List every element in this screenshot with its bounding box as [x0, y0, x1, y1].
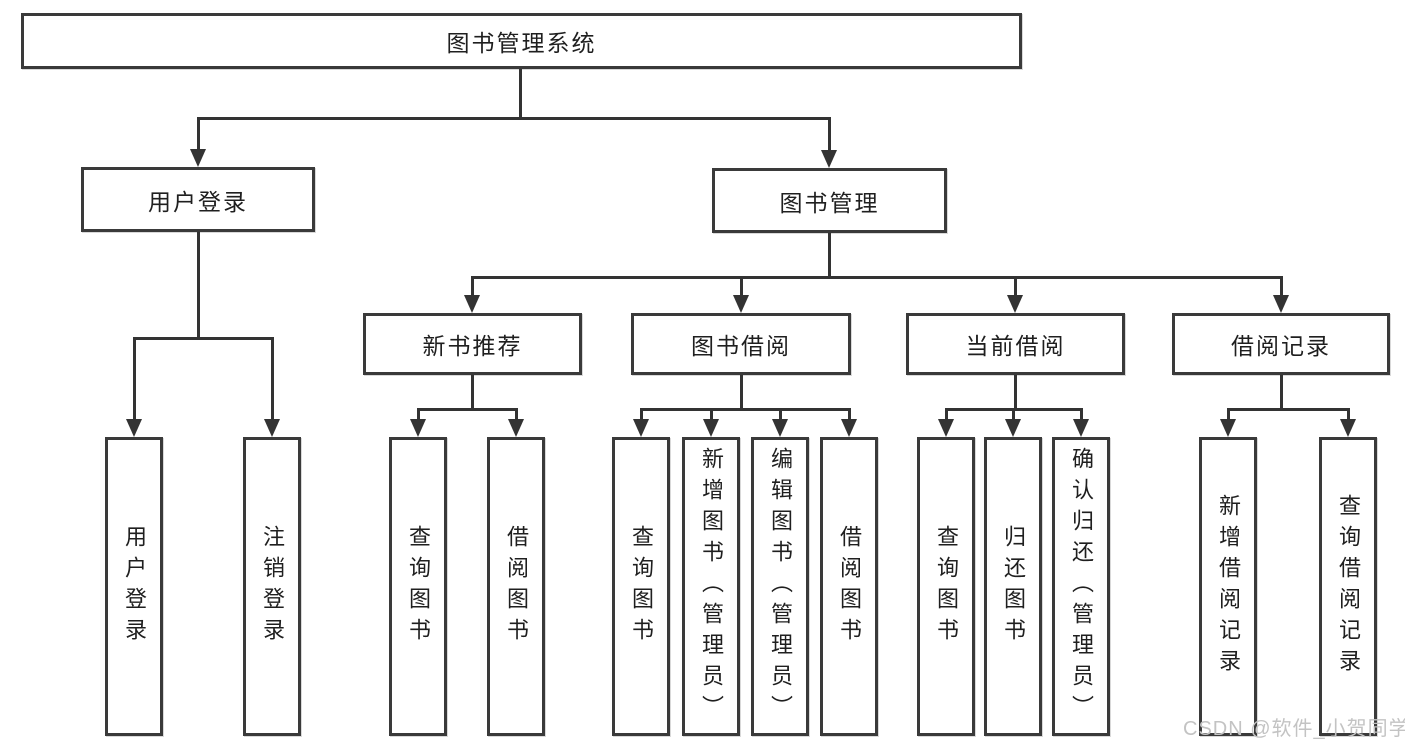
arrow-to-new-books-1 [410, 419, 426, 437]
arrow-to-borrow-records-2 [1340, 419, 1356, 437]
node-root-label: 图书管理系统 [446, 30, 597, 56]
connector-to-book-borrow-3 [779, 408, 782, 421]
leaf-records-add: 新增借阅记录 [1199, 437, 1257, 736]
leaf-borrow-edit-admin: 编辑图书（管理员） [751, 437, 809, 736]
connector-borrow-records-branch [1227, 408, 1349, 411]
leaf-new-books-query: 查询图书 [389, 437, 447, 736]
connector-to-new-books-2 [515, 408, 518, 421]
connector-to-new-books-1 [417, 408, 420, 421]
connector-to-book-borrow [740, 276, 743, 297]
connector-to-current-borrow-3 [1080, 408, 1083, 421]
connector-new-books-branch [417, 408, 517, 411]
node-borrow-records: 借阅记录 [1172, 313, 1390, 375]
arrow-to-user-login [190, 149, 206, 167]
arrow-to-book-borrow-4 [841, 419, 857, 437]
arrow-to-book-mgmt [821, 150, 837, 168]
connector-to-book-mgmt-stem [828, 117, 831, 152]
arrow-to-new-books [464, 295, 480, 313]
connector-user-login-stem [197, 232, 200, 337]
connector-to-book-borrow-2 [710, 408, 713, 421]
arrow-to-book-borrow-1 [633, 419, 649, 437]
node-user-login: 用户登录 [81, 167, 315, 232]
leaf-logout: 注销登录 [243, 437, 301, 736]
connector-to-book-borrow-4 [848, 408, 851, 421]
leaf-borrow-book: 借阅图书 [820, 437, 878, 736]
node-new-books: 新书推荐 [363, 313, 582, 375]
node-new-books-label: 新书推荐 [422, 333, 523, 359]
connector-current-borrow-stem [1014, 375, 1017, 408]
leaf-current-confirm-admin: 确认归还（管理员） [1052, 437, 1110, 736]
node-current-borrow-label: 当前借阅 [965, 333, 1066, 359]
leaf-borrow-add-admin-label: 新增图书（管理员） [699, 447, 724, 726]
connector-to-current-borrow-2 [1012, 408, 1015, 421]
node-borrow-records-label: 借阅记录 [1231, 333, 1331, 359]
connector-user-login-branch [133, 337, 273, 340]
arrow-to-current-borrow-3 [1073, 419, 1089, 437]
leaf-borrow-add-admin: 新增图书（管理员） [682, 437, 740, 736]
leaf-borrow-query-label: 查询图书 [629, 524, 654, 649]
leaf-records-query: 查询借阅记录 [1319, 437, 1377, 736]
leaf-new-books-borrow: 借阅图书 [487, 437, 545, 736]
node-book-borrow-label: 图书借阅 [691, 333, 791, 359]
arrow-to-book-borrow [733, 295, 749, 313]
arrow-to-current-borrow [1007, 295, 1023, 313]
connector-to-borrow-records [1280, 276, 1283, 297]
connector-borrow-records-stem [1280, 375, 1283, 408]
arrow-to-borrow-records [1273, 295, 1289, 313]
connector-to-user-login-stem [197, 117, 200, 152]
connector-book-mgmt-branch [471, 276, 1282, 279]
connector-to-new-books [471, 276, 474, 297]
arrow-to-book-borrow-3 [772, 419, 788, 437]
arrow-to-borrow-records-1 [1220, 419, 1236, 437]
arrow-to-current-borrow-2 [1005, 419, 1021, 437]
connector-book-borrow-stem [740, 375, 743, 408]
leaf-user-login: 用户登录 [105, 437, 163, 736]
leaf-new-books-borrow-label: 借阅图书 [504, 524, 529, 649]
leaf-current-return: 归还图书 [984, 437, 1042, 736]
arrow-to-current-borrow-1 [938, 419, 954, 437]
leaf-logout-label: 注销登录 [260, 524, 285, 649]
connector-to-borrow-records-1 [1227, 408, 1230, 421]
leaf-borrow-book-label: 借阅图书 [837, 524, 862, 649]
arrow-to-new-books-2 [508, 419, 524, 437]
leaf-current-return-label: 归还图书 [1001, 524, 1026, 649]
leaf-user-login-label: 用户登录 [122, 524, 147, 649]
connector-to-borrow-records-2 [1347, 408, 1350, 421]
node-current-borrow: 当前借阅 [906, 313, 1125, 375]
connector-to-book-borrow-1 [640, 408, 643, 421]
node-user-login-label: 用户登录 [148, 188, 248, 215]
leaf-current-query-label: 查询图书 [934, 524, 959, 649]
leaf-borrow-query: 查询图书 [612, 437, 670, 736]
connector-to-current-borrow [1014, 276, 1017, 297]
connector-root-branch [197, 117, 831, 120]
leaf-current-confirm-admin-label: 确认归还（管理员） [1069, 447, 1094, 726]
arrow-to-user-login-1 [126, 419, 142, 437]
connector-root-stem [519, 69, 522, 117]
connector-to-current-borrow-1 [945, 408, 948, 421]
connector-to-user-login-1 [133, 337, 136, 421]
leaf-current-query: 查询图书 [917, 437, 975, 736]
csdn-watermark: CSDN @软件_小贺同学 [1183, 718, 1405, 740]
connector-new-books-stem [471, 375, 474, 408]
node-book-mgmt-label: 图书管理 [779, 189, 880, 216]
connector-book-borrow-branch [640, 408, 850, 411]
arrow-to-book-borrow-2 [703, 419, 719, 437]
node-book-borrow: 图书借阅 [631, 313, 851, 375]
leaf-records-add-label: 新增借阅记录 [1216, 493, 1241, 680]
leaf-records-query-label: 查询借阅记录 [1336, 493, 1361, 680]
leaf-new-books-query-label: 查询图书 [406, 524, 431, 649]
arrow-to-user-login-2 [264, 419, 280, 437]
connector-book-mgmt-stem [828, 233, 831, 276]
node-root: 图书管理系统 [21, 13, 1022, 69]
connector-to-user-login-2 [271, 337, 274, 421]
node-book-mgmt: 图书管理 [712, 168, 947, 233]
leaf-borrow-edit-admin-label: 编辑图书（管理员） [768, 447, 793, 726]
